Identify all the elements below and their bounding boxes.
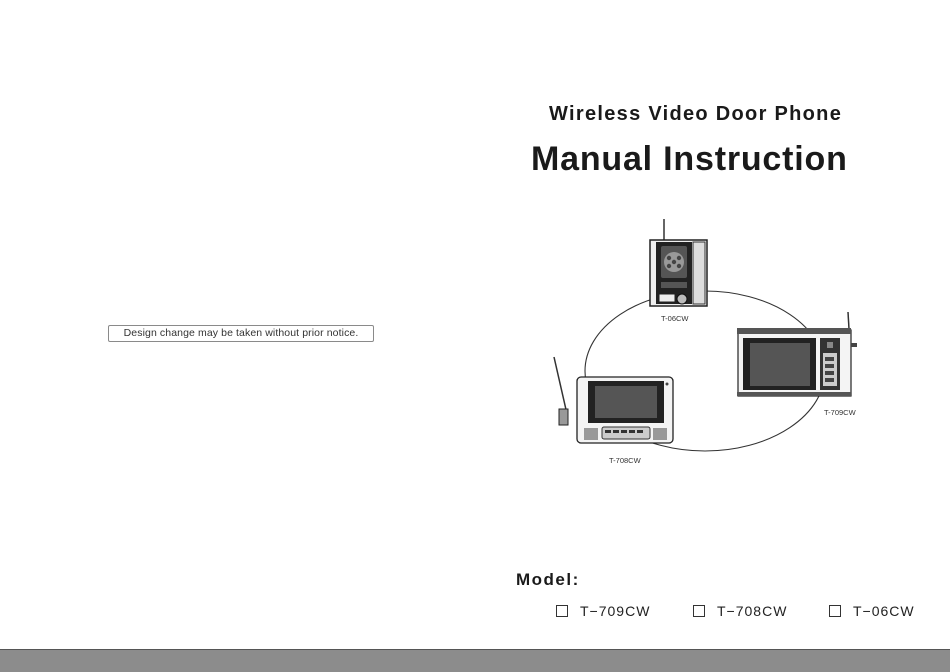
device-diagram: T-06CW T-709CW T-708CW — [540, 212, 950, 474]
model-option-label: T−06CW — [853, 603, 915, 619]
checkbox-icon — [556, 605, 568, 617]
checkbox-icon — [829, 605, 841, 617]
model-heading: Model: — [516, 570, 580, 590]
model-option-label: T−709CW — [580, 603, 650, 619]
label-T-708CW: T-708CW — [609, 456, 642, 465]
label-T-709CW: T-709CW — [824, 408, 857, 417]
monitor-t708cw-image — [554, 357, 673, 443]
label-T-06CW: T-06CW — [661, 314, 689, 323]
product-subtitle: Wireless Video Door Phone — [549, 103, 842, 126]
checkbox-icon — [693, 605, 705, 617]
door-station-image — [650, 219, 707, 306]
model-option-t06cw: T−06CW — [829, 603, 915, 619]
model-option-t708cw: T−708CW — [693, 603, 787, 619]
model-option-label: T−708CW — [717, 603, 787, 619]
bottom-bar — [0, 649, 950, 672]
model-option-t709cw: T−709CW — [556, 603, 650, 619]
design-change-notice: Design change may be taken without prior… — [108, 325, 374, 342]
monitor-t709cw-image — [737, 312, 857, 396]
manual-title: Manual Instruction — [531, 140, 848, 179]
